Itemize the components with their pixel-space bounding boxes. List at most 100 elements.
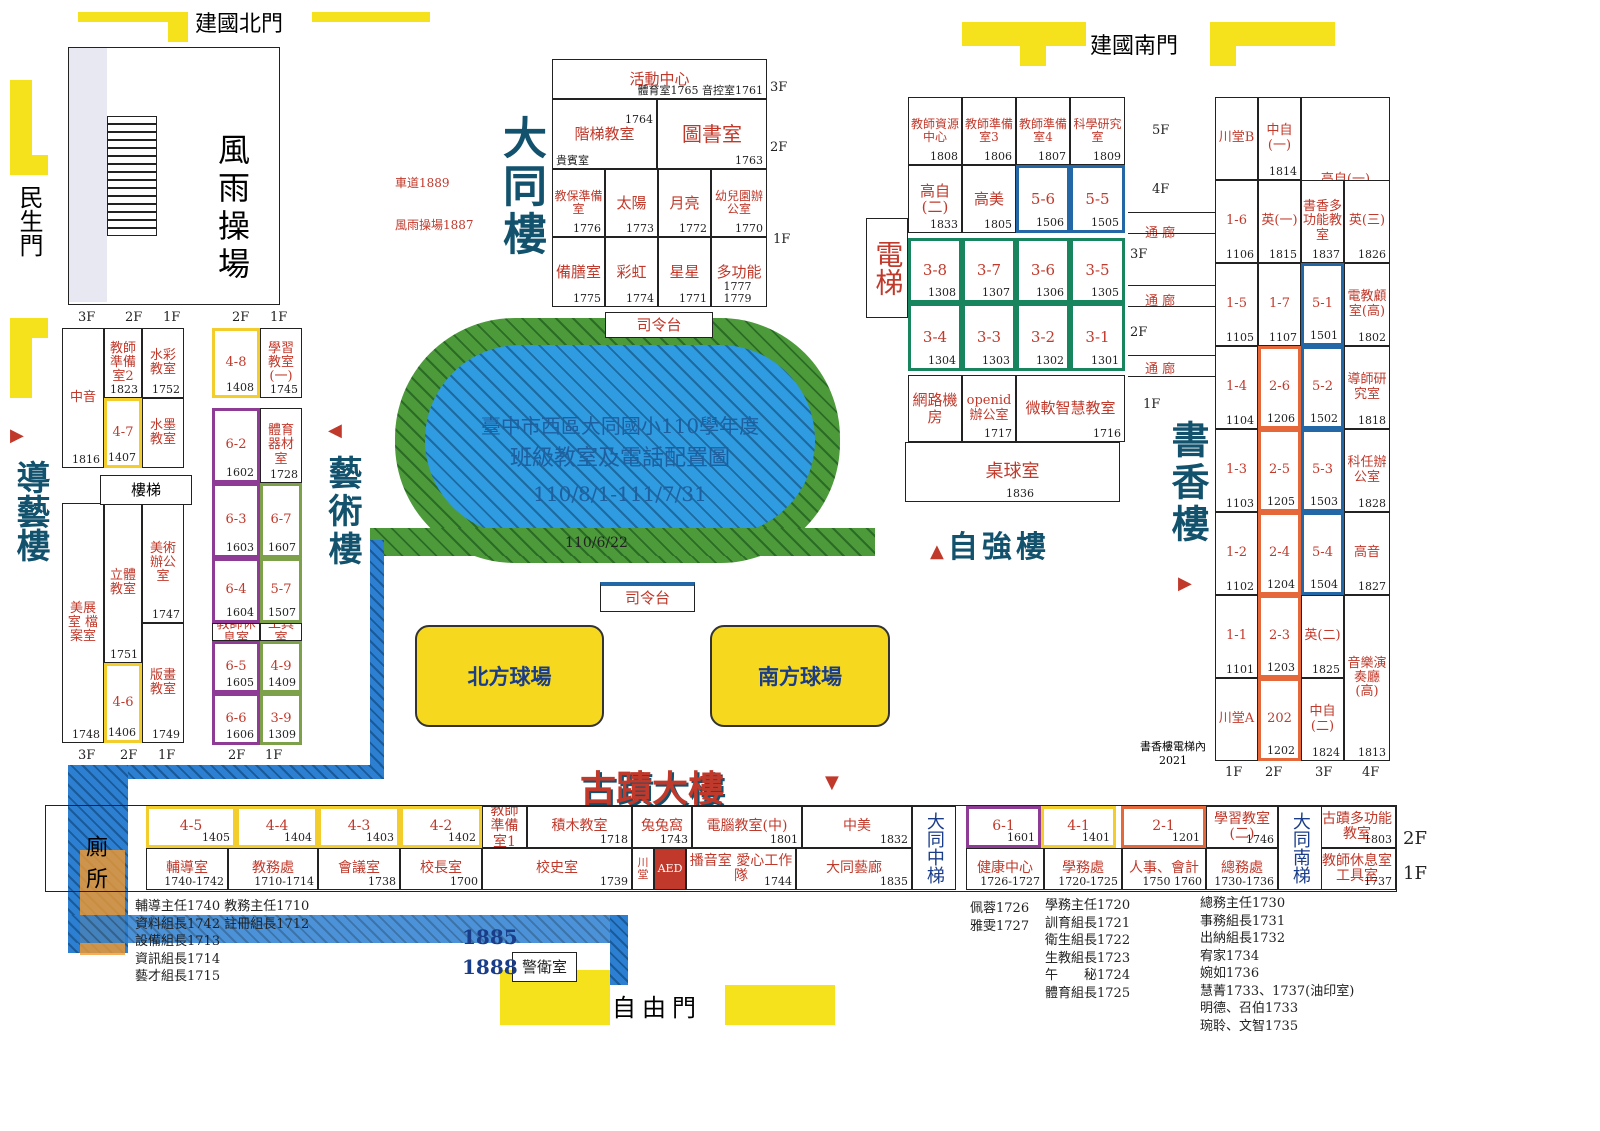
room-name: 4-8 [225,354,247,370]
room-name: 圖書室 [682,122,742,146]
path [610,915,628,985]
room: 川堂A [1215,678,1258,761]
room-name: 教師準備室1 [490,806,519,848]
gate-bar [10,318,32,398]
room-ext: 1605 [226,675,254,689]
room-ext: 1730-1736 [1214,874,1274,888]
room-name: 高自(二) [919,181,950,216]
chuantang: 川堂 [632,848,654,890]
room-ext: 1747 [152,607,180,621]
room-ext: 1749 [152,727,180,741]
gate-bar [1210,22,1335,46]
room: 英(一)1815 [1258,180,1301,263]
room-name: 1-3 [1226,462,1247,478]
floor-label: 2F [125,310,143,325]
arrow-icon: ▲ [930,541,948,562]
room-name: 2-1 [1152,818,1175,835]
gate-bar [78,12,188,22]
room-name: 202 [1267,711,1292,727]
map-title-1: 臺中市西區大同國小110學年度 [480,414,760,438]
gate-bar [725,985,835,1025]
room-name: 中美 [843,818,871,835]
room-name: 6-1 [992,818,1015,835]
room-name: 4-2 [429,818,453,835]
room-name: 微軟智慧教室 [1025,399,1116,418]
room-ext: 1306 [1036,285,1064,299]
room-ext: 1777 1779 [723,279,752,305]
floor-label: 2F [120,748,138,763]
toilet-label: 廁所 [82,835,107,899]
room-ext: 1305 [1091,285,1119,299]
room-name: 電腦教室(中) [706,818,788,835]
room-ext: 1809 [1093,149,1121,163]
room-name: 川堂B [1218,130,1255,146]
ext-line: 衛生組長1722 [1045,933,1131,949]
room-name: 教務處 [252,860,294,877]
room-ext: 1814 [1269,164,1297,178]
room-ext: 1770 [735,221,763,235]
room-name: 3-4 [922,327,948,346]
room-ext: 1107 [1269,330,1297,344]
room-ext: 1304 [928,353,956,367]
room-name: 積木教室 [551,818,608,835]
room-ext: 1806 [984,149,1012,163]
guard-room: 警衛室 [512,952,577,982]
room: 3-4 1304 [908,303,962,371]
ext-line: 總務主任1730 [1200,896,1286,911]
room-ext: 1801 [770,832,798,846]
gate-ziyou-label: 自由門 [612,994,702,1022]
ext-line: 午 秘1724 [1045,968,1131,984]
room-name: 校史室 [536,860,578,877]
room-ext: 1503 [1310,494,1338,508]
room-name: 教師休息室 [216,623,256,641]
room-ext: 1407 [108,450,136,464]
room-name: 1-5 [1226,296,1247,312]
ext-line: 訓育組長1721 [1045,915,1131,931]
room-name: 彩虹 [616,262,647,281]
corridor [1128,212,1216,234]
room-ext: 1309 [268,727,296,741]
corridor [1128,355,1216,377]
building-datong-label: 大同樓 [495,115,546,259]
room: 教師休息室 [212,623,260,641]
room-name: 川堂A [1218,711,1255,727]
room-ext: 1808 [930,149,958,163]
room-name: 3-5 [1085,261,1110,280]
room-name: 6-7 [270,512,292,528]
ext-line: 出納組長1732 [1200,931,1286,947]
car-road-label: 車道1889 [395,176,450,190]
floor-label: 2F [1265,765,1283,780]
room-ext: 1303 [982,353,1010,367]
room-ext: 1102 [1226,579,1254,593]
room-ext: 1737 [1364,874,1392,888]
room-ext: 1403 [366,830,394,844]
corridor-label: 通 廊 [1145,294,1176,309]
map-title-2: 班級教室及電話配置圖 [509,446,730,471]
room-name: 2-3 [1269,628,1290,644]
room-name: 3-6 [1030,261,1056,280]
ext-line: 琬聆、文智1735 [1200,1018,1299,1034]
room-ext: 1774 [626,291,654,305]
room-ext: 1818 [1358,413,1386,427]
